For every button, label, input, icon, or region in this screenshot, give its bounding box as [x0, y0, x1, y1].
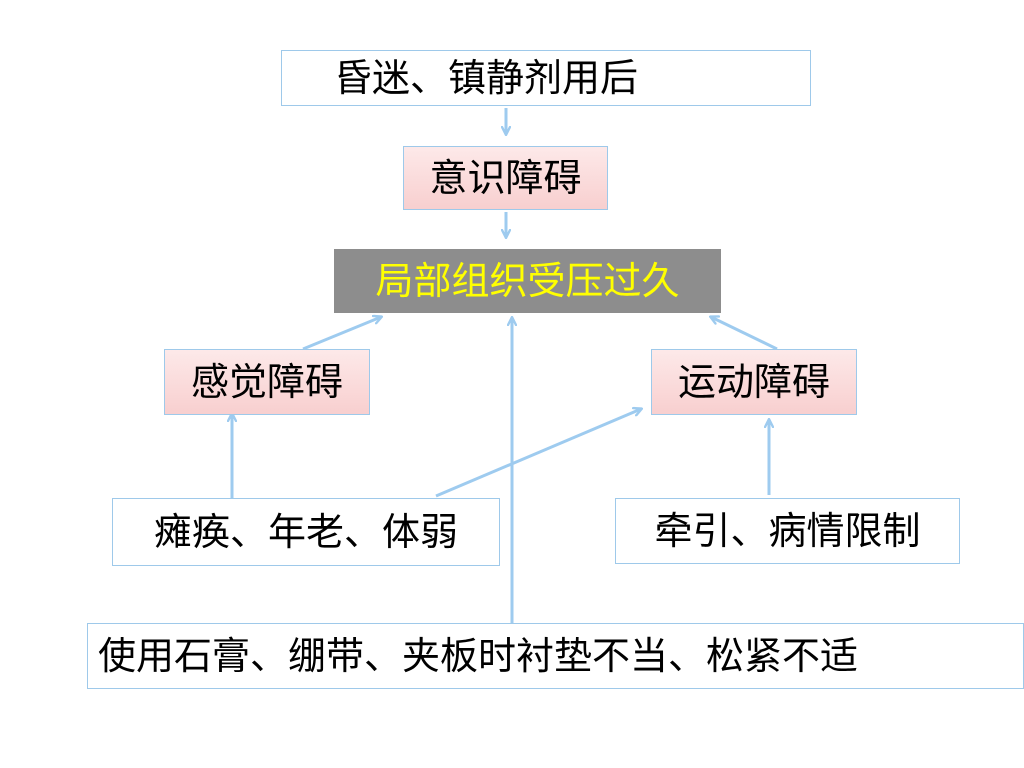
- node-motor-disorder-label: 运动障碍: [677, 360, 830, 404]
- node-cast-splint: 使用石膏、绷带、夹板时衬垫不当、松紧不适: [87, 623, 1024, 689]
- node-sensory-disorder: 感觉障碍: [164, 349, 370, 415]
- node-sensory-disorder-label: 感觉障碍: [190, 360, 343, 404]
- arrow-motor-to-pressure: [711, 317, 778, 351]
- node-traction-restriction: 牵引、病情限制: [615, 498, 960, 564]
- node-paralysis-age-weak-label: 瘫痪、年老、体弱: [153, 510, 458, 554]
- node-prolonged-pressure: 局部组织受压过久: [334, 249, 721, 313]
- node-motor-disorder: 运动障碍: [651, 349, 857, 415]
- arrow-paralysis-to-motor: [435, 409, 641, 498]
- node-coma-sedative: 昏迷、镇静剂用后: [281, 50, 811, 106]
- node-traction-restriction-label: 牵引、病情限制: [654, 509, 921, 553]
- node-coma-sedative-label: 昏迷、镇静剂用后: [334, 56, 639, 100]
- node-consciousness-disorder: 意识障碍: [403, 146, 608, 210]
- arrow-sensory-to-pressure: [302, 317, 381, 351]
- node-consciousness-disorder-label: 意识障碍: [429, 156, 582, 200]
- node-cast-splint-label: 使用石膏、绷带、夹板时衬垫不当、松紧不适: [98, 634, 859, 678]
- node-prolonged-pressure-label: 局部组织受压过久: [375, 259, 680, 303]
- node-paralysis-age-weak: 瘫痪、年老、体弱: [112, 498, 500, 566]
